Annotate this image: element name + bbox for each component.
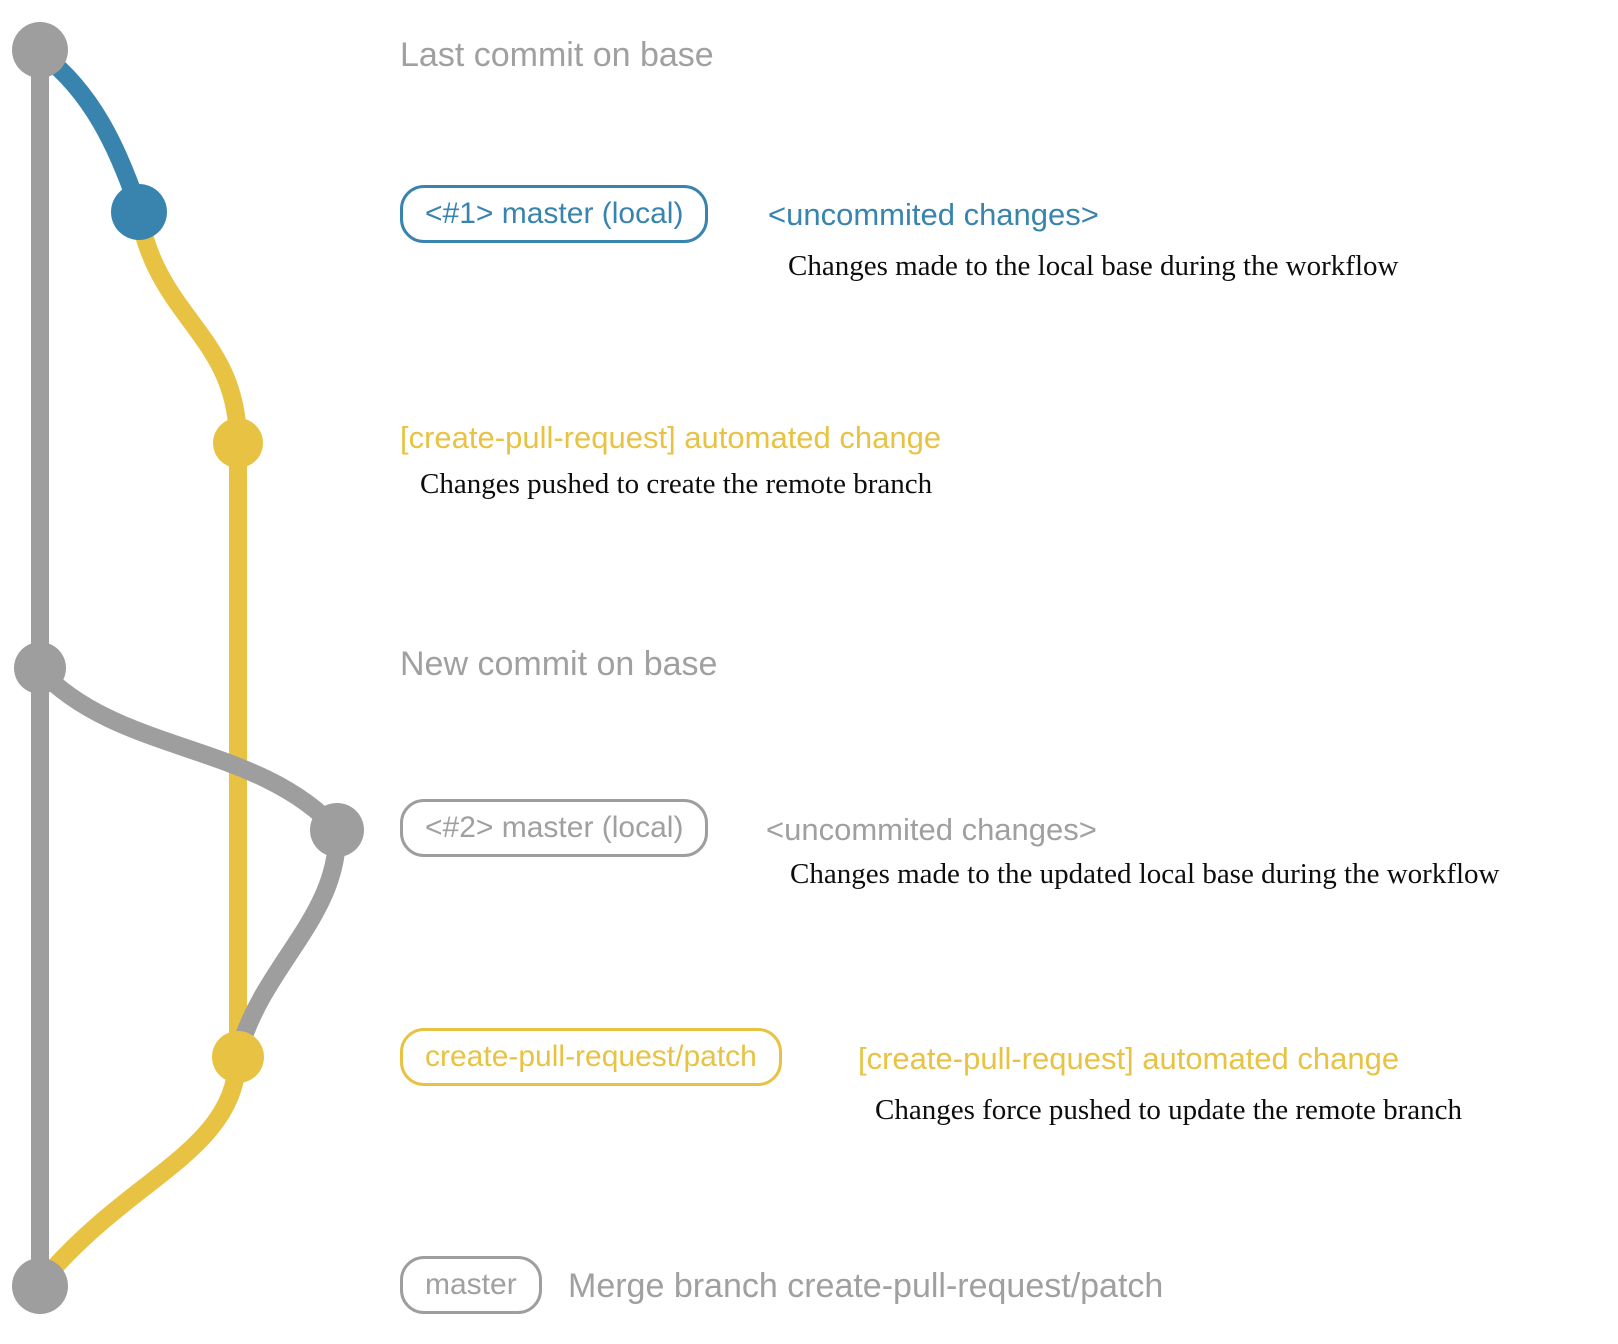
commit-message-automated-1: [create-pull-request] automated change: [400, 420, 942, 455]
patch-branch-line: [130, 205, 247, 1066]
commit-description-1: Changes made to the local base during th…: [788, 250, 1399, 282]
commit-dot-patch2: [212, 1031, 264, 1083]
branch-badge-master: master: [400, 1256, 542, 1314]
branch-badge-create-pull-request-patch: create-pull-request/patch: [400, 1028, 782, 1086]
commit-description-4: Changes force pushed to update the remot…: [875, 1094, 1463, 1126]
label-new-commit-on-base: New commit on base: [400, 645, 718, 683]
commit-message-uncommited-2: <uncommited changes>: [766, 812, 1097, 847]
commit-dot-local2: [310, 803, 364, 857]
local-master2-curve: [31, 661, 346, 839]
commit-dot-last-base: [12, 22, 68, 78]
commit-dot-patch1: [213, 418, 263, 468]
commit-graph: [12, 22, 364, 1314]
commit-message-automated-2: [create-pull-request] automated change: [858, 1041, 1400, 1076]
commit-message-uncommited-1: <uncommited changes>: [768, 197, 1099, 232]
local-master1-curve: [33, 45, 148, 219]
branch-badge-master-local-1: <#1> master (local): [400, 185, 709, 243]
commit-dot-new-base: [14, 642, 66, 694]
commit-message-merge: Merge branch create-pull-request/patch: [568, 1267, 1164, 1305]
patch-merge-curve: [43, 1048, 247, 1279]
commit-description-3: Changes made to the updated local base d…: [790, 858, 1500, 890]
commit-dot-local1: [111, 184, 167, 240]
branch-badge-master-local-2: <#2> master (local): [400, 799, 709, 857]
local-master2-down-curve: [231, 821, 347, 1057]
label-last-commit-on-base: Last commit on base: [400, 36, 714, 74]
commit-dot-merge: [12, 1258, 68, 1314]
commit-description-2: Changes pushed to create the remote bran…: [420, 468, 933, 500]
